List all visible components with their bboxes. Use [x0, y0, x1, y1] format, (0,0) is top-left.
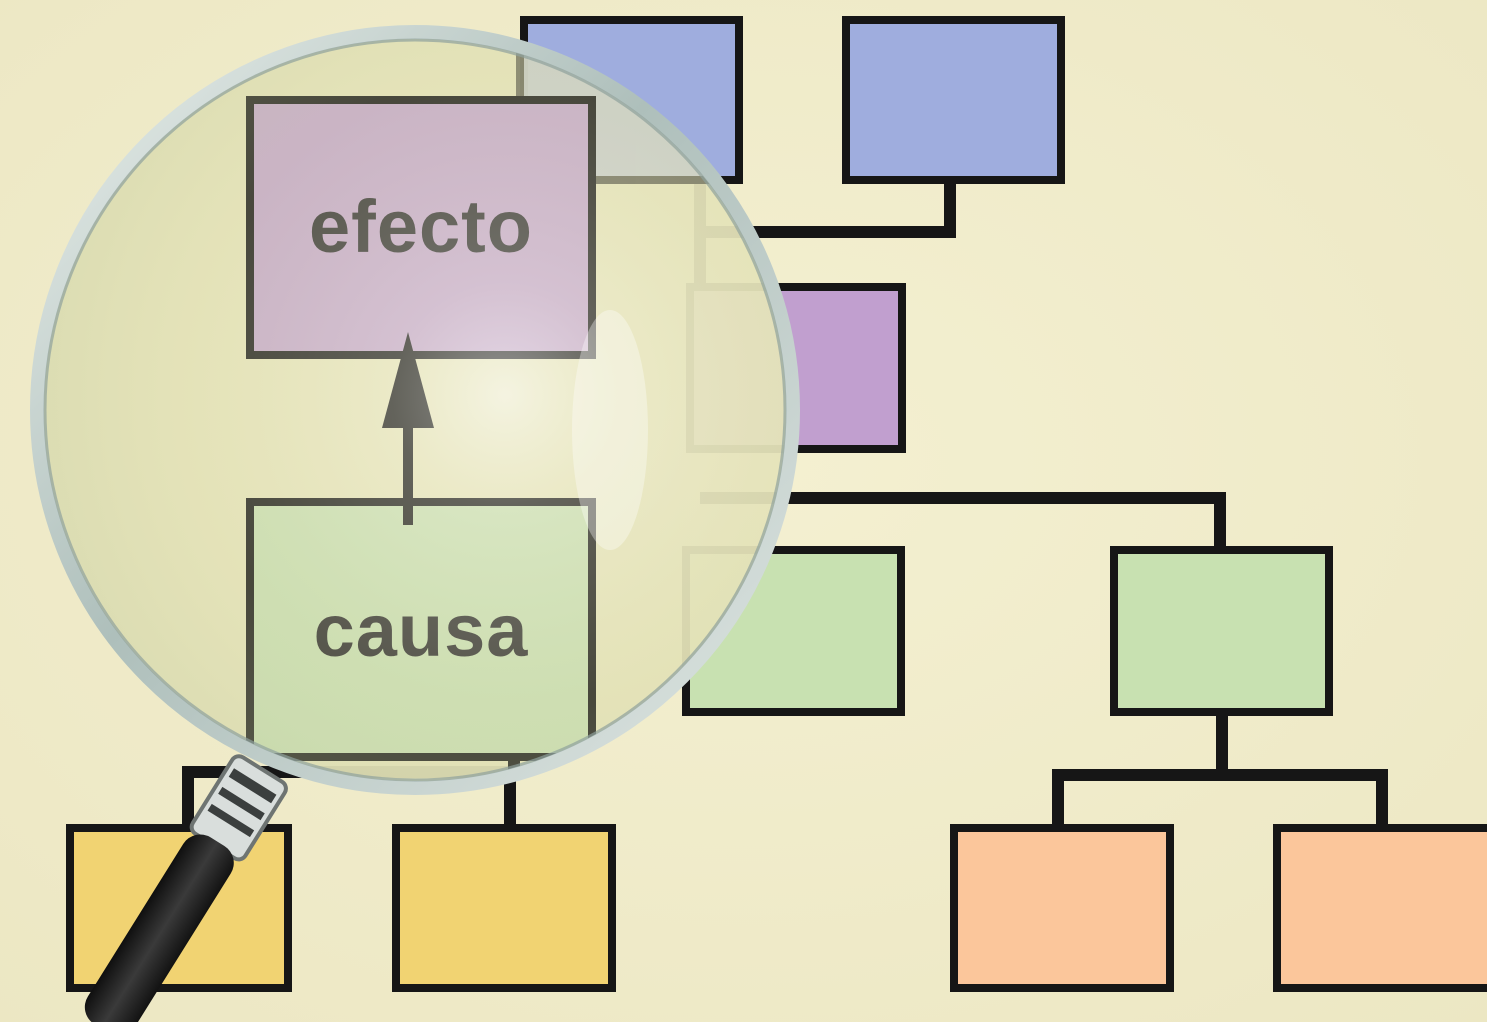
connector-blue-right: [700, 178, 956, 238]
tree-boxes: [66, 16, 1487, 992]
orange-box-left: [950, 824, 1174, 992]
connector-orange-bar: [1052, 769, 1388, 828]
magnifying-glass-icon: efecto causa: [30, 25, 800, 1022]
connector-purple-green: [700, 492, 1226, 550]
lens-content: efecto causa: [40, 35, 790, 785]
orange-box-right: [1273, 824, 1487, 992]
magnifier-handle: [84, 754, 288, 1022]
blue-box-right: [842, 16, 1065, 184]
yellow-box-right: [392, 824, 616, 992]
lens-rim: [30, 25, 800, 795]
green-box-right: [1110, 546, 1333, 716]
